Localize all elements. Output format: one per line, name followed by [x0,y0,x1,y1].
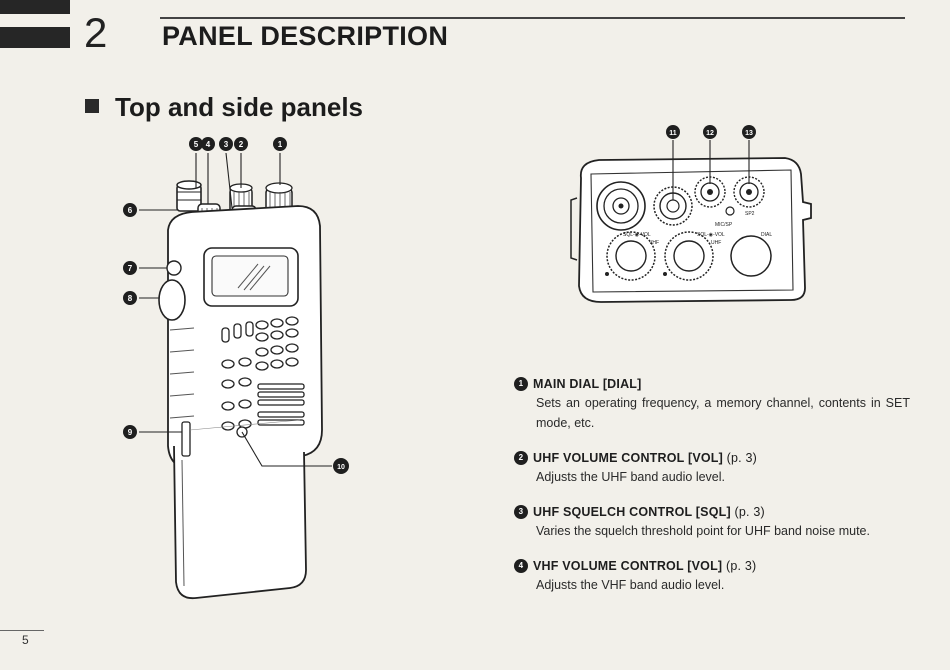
callout-3: 3 [224,140,229,149]
label-mic-sp: MIC/SP [715,222,733,228]
footer-rule [0,630,44,631]
item-description: Adjusts the UHF band audio level. [536,470,725,484]
callout-5: 5 [194,140,199,149]
label-uhf: UHF [711,240,721,246]
callout-13: 13 [745,130,753,137]
chapter-tab-marker [0,27,70,48]
radio-illustration: 5 4 3 2 1 6 7 8 9 10 [123,137,349,600]
page-number: 5 [22,633,29,647]
item-title: UHF VOLUME CONTROL [VOL] [533,451,723,465]
callout-6: 6 [128,206,133,215]
item-page-ref: (p. 3) [726,451,758,465]
control-description-list: 1 MAIN DIAL [DIAL] Sets an operating freq… [514,376,910,612]
callout-7: 7 [128,264,133,273]
label-sql-vol-uhf: SQL-◉-VOL [697,232,725,238]
radio-callouts [123,137,349,474]
item-number-badge: 4 [514,558,528,573]
callout-8: 8 [128,294,133,303]
label-sp2: SP2 [745,211,755,217]
callout-4: 4 [206,140,211,149]
label-sql-vol-vhf: SQL-◉-VOL [623,232,651,238]
item-number-badge: 1 [514,376,528,391]
panel-callouts [666,125,756,139]
callout-2: 2 [239,140,244,149]
item-title: UHF SQUELCH CONTROL [SQL] [533,505,731,519]
callout-11: 11 [669,130,677,137]
item-title: VHF VOLUME CONTROL [VOL] [533,559,723,573]
callout-12: 12 [706,130,714,137]
item-description: Adjusts the VHF band audio level. [536,578,725,592]
chapter-number: 2 [84,9,108,56]
chapter-rule [160,17,905,19]
list-item: 3 UHF SQUELCH CONTROL [SQL] (p. 3) Varies… [514,504,910,541]
list-item: 2 UHF VOLUME CONTROL [VOL] (p. 3) Adjusts… [514,450,910,487]
item-page-ref: (p. 3) [734,505,765,519]
label-vhf: VHF [649,240,659,246]
item-description: Sets an operating frequency, a memory ch… [536,396,910,430]
callout-1: 1 [278,140,283,149]
keypad [221,316,305,438]
item-number-badge: 3 [514,504,528,519]
item-description: Varies the squelch threshold point for U… [536,524,870,538]
callout-10: 10 [337,464,345,471]
top-panel-illustration: SQL-◉-VOL VHF SQL-◉-VOL UHF DIAL MIC/SP … [570,125,812,303]
chapter-tab-marker [0,0,70,14]
item-title: MAIN DIAL [DIAL] [533,377,642,391]
section-title: Top and side panels [115,92,364,122]
callout-9: 9 [128,428,133,437]
label-dial: DIAL [761,232,772,238]
item-page-ref: (p. 3) [725,559,757,573]
section-bullet-icon [85,99,99,113]
list-item: 1 MAIN DIAL [DIAL] Sets an operating freq… [514,376,910,433]
item-number-badge: 2 [514,450,528,465]
chapter-title: PANEL DESCRIPTION [162,21,449,51]
list-item: 4 VHF VOLUME CONTROL [VOL] (p. 3) Adjusts… [514,558,910,595]
